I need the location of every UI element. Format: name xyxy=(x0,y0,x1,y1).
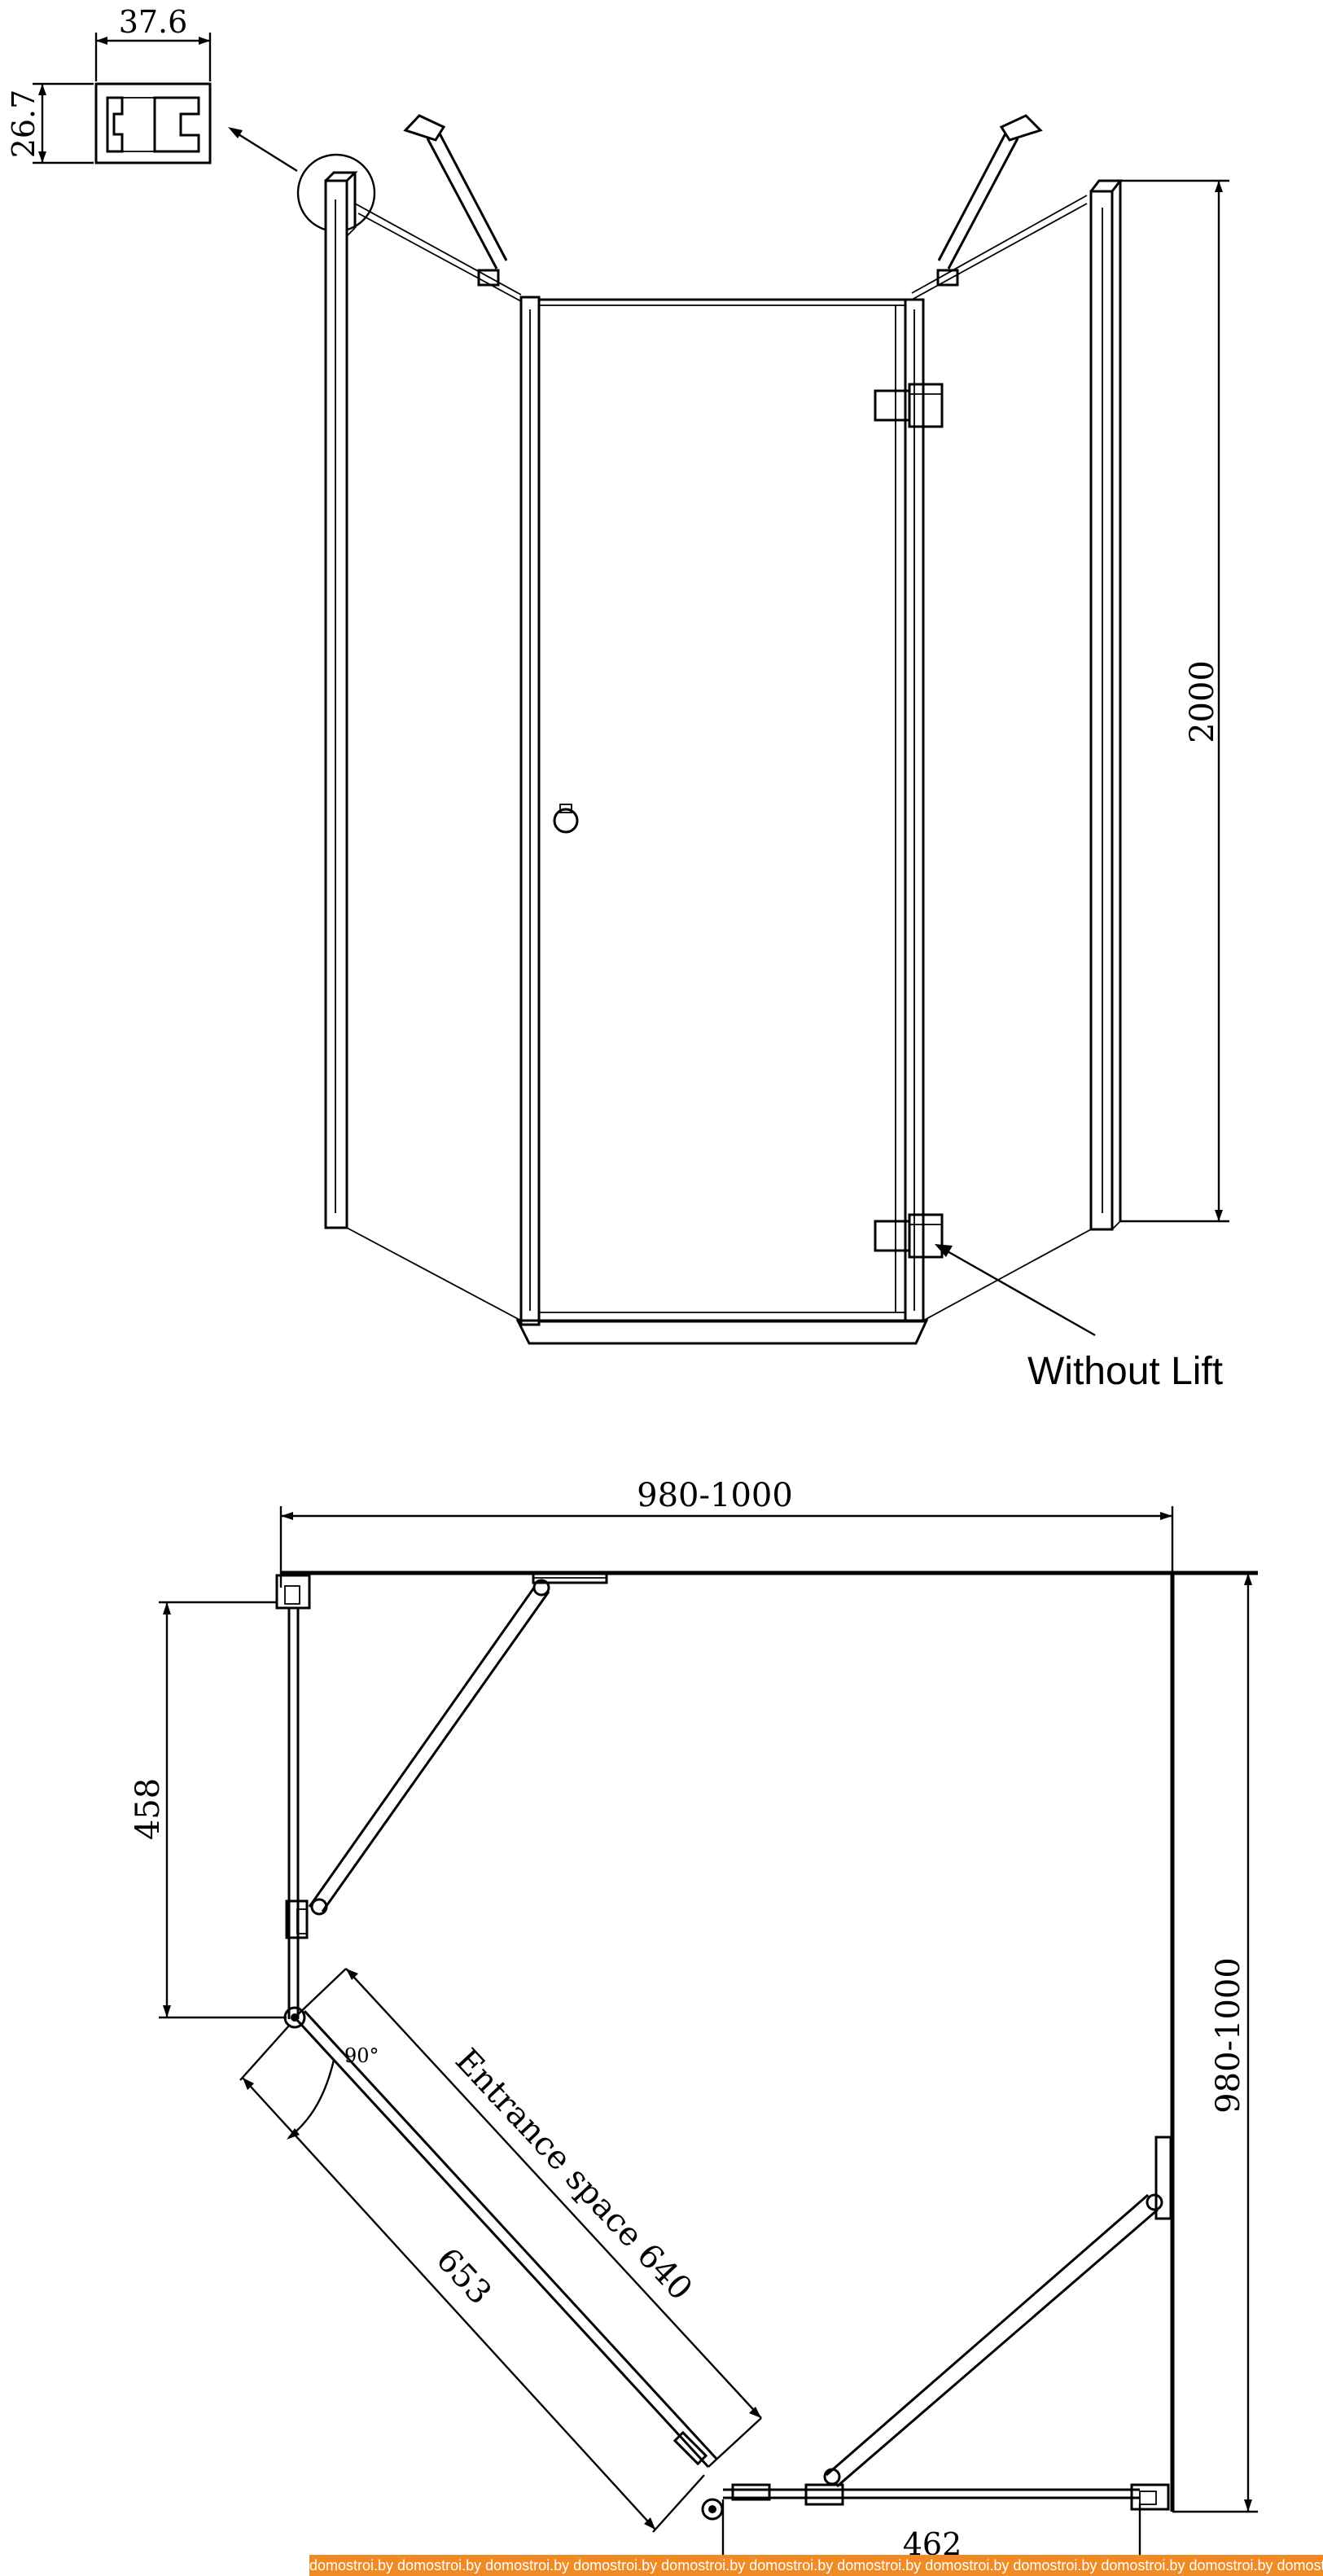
entrance-label: Entrance space 640 xyxy=(448,2042,699,2308)
angle-label: 90° xyxy=(344,2044,379,2067)
plan-view: 980-1000 980-1000 xyxy=(129,1477,1258,2576)
without-lift-callout: Without Lift xyxy=(1027,1350,1223,1393)
height-label: 2000 xyxy=(1184,660,1221,743)
right-support-bar-plan xyxy=(823,2136,1172,2488)
left-side-panel xyxy=(324,171,358,1229)
door-width-dimension: 653 xyxy=(239,2025,705,2533)
left-support-bar xyxy=(403,114,508,287)
overall-depth-dimension: 980-1000 xyxy=(1172,1571,1258,2513)
left-side-panel-plan xyxy=(275,1574,311,2019)
side-panel-dimension: 458 xyxy=(129,1601,287,2019)
entrance-dimension: Entrance space 640 xyxy=(294,1968,762,2468)
overall-width-dimension: 980-1000 xyxy=(279,1477,1174,1588)
profile-width-label: 37.6 xyxy=(119,4,188,40)
watermark-bar: domostroi.by domostroi.by domostroi.by d… xyxy=(309,2555,1323,2576)
bottom-panel-plan xyxy=(723,2483,1170,2511)
side-panel-label: 458 xyxy=(129,1778,167,1840)
door-knob xyxy=(553,808,579,834)
right-support-bar xyxy=(936,114,1043,287)
upper-hinge xyxy=(874,383,944,428)
door-swing-angle: 90° xyxy=(287,2044,379,2140)
profile-section-detail: 37.6 26.7 xyxy=(6,4,298,173)
overall-depth-label: 980-1000 xyxy=(1210,1957,1247,2114)
height-dimension: 2000 xyxy=(1120,179,1229,1223)
lower-hinge xyxy=(874,1213,944,1259)
door-width-label: 653 xyxy=(429,2241,499,2312)
left-angled-panel xyxy=(519,296,541,1326)
door-panel xyxy=(537,298,907,1323)
right-side-panel xyxy=(1089,179,1124,1231)
front-view: 37.6 26.7 xyxy=(6,4,1229,1393)
profile-height-label: 26.7 xyxy=(6,90,42,159)
top-support-bar-plan xyxy=(308,1571,608,1916)
door-plan xyxy=(293,2009,718,2469)
overall-width-label: 980-1000 xyxy=(637,1477,793,1514)
right-angled-panel xyxy=(904,298,925,1323)
